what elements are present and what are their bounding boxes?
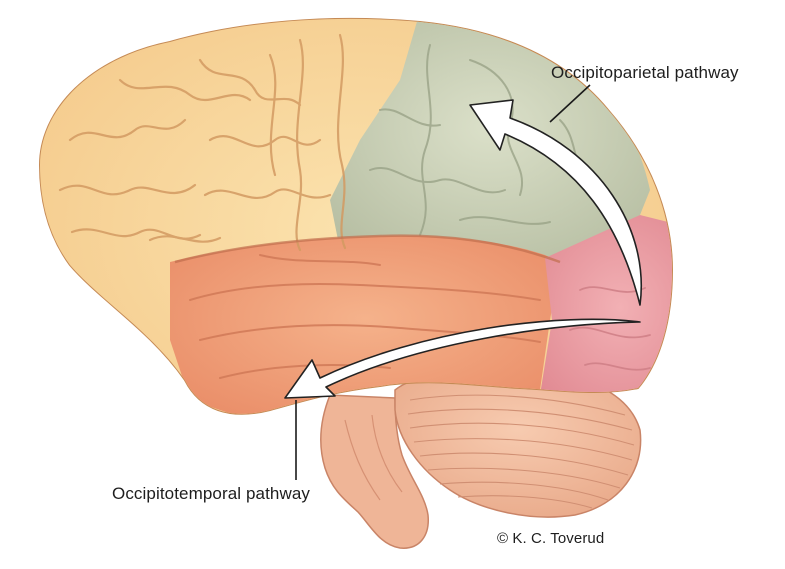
occipitotemporal-pathway-label: Occipitotemporal pathway [112,484,310,504]
occipitoparietal-pathway-label: Occipitoparietal pathway [551,63,739,83]
copyright-credit: © K. C. Toverud [497,529,604,549]
